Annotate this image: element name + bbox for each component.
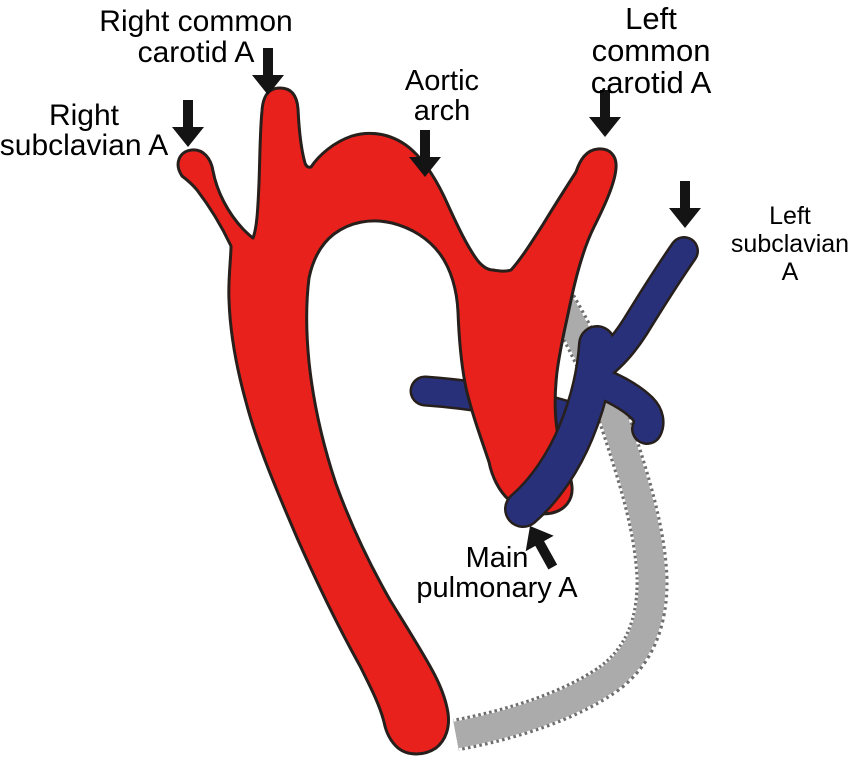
label-right-common-carotid: Right common carotid A (99, 5, 293, 69)
pointer-arrows (172, 48, 701, 570)
label-left-common-carotid: Left common carotid A (590, 1, 712, 100)
down-arrow-icon-aortic-arch (409, 130, 441, 177)
label-left-subclavian: Left subclavian A (730, 202, 850, 286)
down-arrow-icon-left-common-carotid (589, 90, 621, 137)
up-left-arrow-icon-main-pulmonary (525, 526, 558, 570)
label-main-pulmonary: Main pulmonary A (416, 542, 578, 604)
main-pulmonary-artery-vessel (504, 236, 699, 528)
label-right-subclavian: Right subclavian A (0, 99, 169, 162)
label-aortic-arch: Aortic arch (404, 65, 480, 127)
down-arrow-icon-left-subclavian (669, 181, 701, 228)
left-pulmonary-branch-fill (577, 365, 663, 443)
down-arrow-icon-right-subclavian (172, 100, 204, 147)
down-arrow-icon-right-common-carotid (252, 48, 284, 95)
aorta-vessel (176, 86, 618, 756)
pulmonary-fill-layer (506, 238, 697, 526)
